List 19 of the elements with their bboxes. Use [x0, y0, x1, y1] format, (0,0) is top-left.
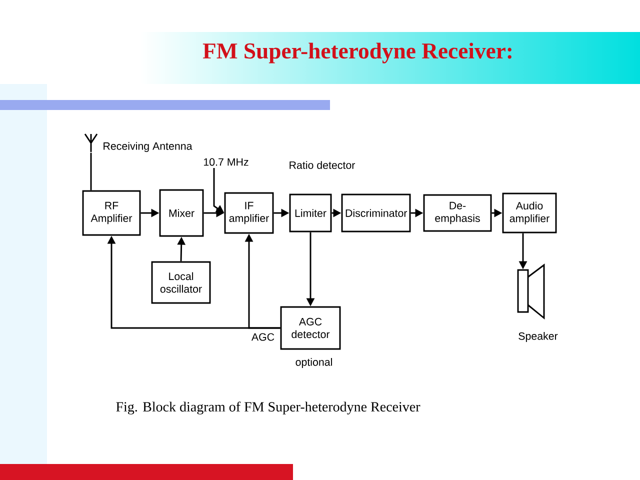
block-box: Local oscillator [151, 261, 211, 304]
caption: Fig. Block diagram of FM Super-heterodyne Receiver [116, 402, 420, 414]
block-box: Audio amplifier [502, 192, 557, 234]
block-box: AGC detector [280, 306, 341, 350]
beside-label: Receiving Antenna [104, 142, 192, 152]
block-box: Discriminator [341, 194, 411, 232]
block-box: RF Amplifier [82, 190, 141, 236]
antenna-symbol [84, 133, 98, 153]
block-box: Mixer [159, 189, 204, 237]
beside-label: optional [296, 358, 332, 368]
block-box: Limiter [289, 194, 332, 232]
beside-label: Speaker [518, 332, 558, 342]
block-box: IF amplifier [224, 192, 274, 234]
edge-label: 10.7 MHz [202, 156, 250, 168]
title: FM Super-heterodyne Receiver: [202, 42, 512, 64]
annotation: Ratio detector [290, 161, 355, 169]
block-box: De-emphasis [423, 194, 492, 232]
edge-label: AGC [250, 332, 276, 342]
speaker-symbol [517, 264, 545, 320]
